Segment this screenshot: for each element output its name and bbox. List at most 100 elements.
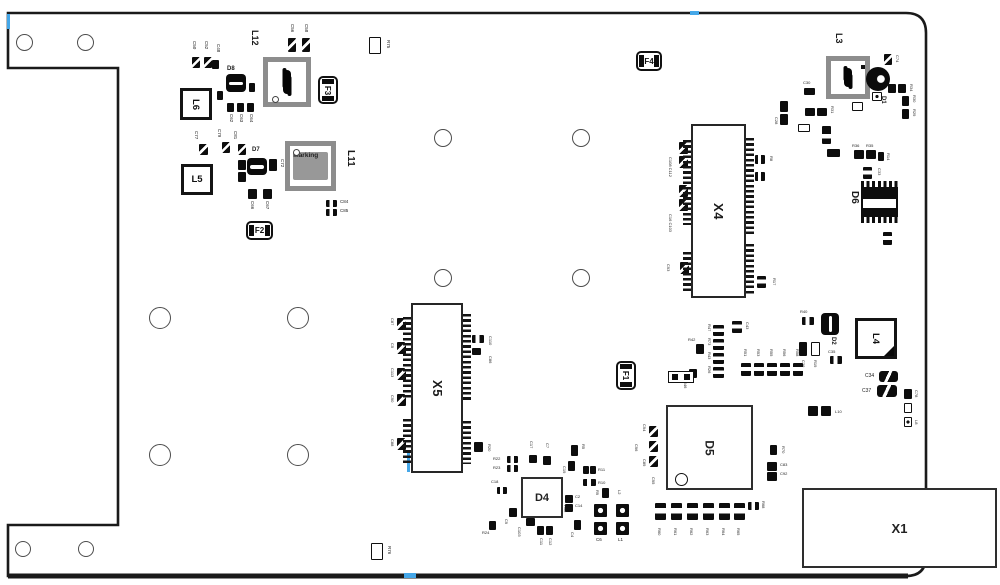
pin-row bbox=[745, 244, 754, 294]
ref-label-c85: C85 bbox=[340, 208, 349, 213]
connector-X4: X4 bbox=[691, 124, 746, 298]
smd-chip bbox=[821, 406, 831, 416]
smd-chip bbox=[497, 487, 507, 494]
smd-chip bbox=[655, 503, 666, 520]
fuse-endcap bbox=[322, 79, 334, 84]
ref-label-d6: D6 bbox=[849, 191, 860, 204]
smd-chip bbox=[583, 466, 589, 474]
ref-label-x4: X4 bbox=[711, 202, 726, 220]
ref-label-r64: R64 bbox=[721, 528, 726, 536]
mounting-hole bbox=[572, 129, 590, 147]
smd-chip bbox=[397, 318, 406, 330]
smd-chip bbox=[204, 57, 212, 68]
ref-label-r10: R10 bbox=[598, 480, 606, 485]
inductor-marking bbox=[283, 70, 291, 94]
ref-label-r14: R14 bbox=[886, 153, 891, 161]
smd-chip bbox=[649, 456, 658, 467]
smd-chip bbox=[509, 508, 517, 517]
ref-label-c7: C7 bbox=[545, 443, 550, 449]
smd-chip bbox=[397, 438, 406, 450]
diode-D2 bbox=[821, 313, 839, 335]
mounting-hole bbox=[287, 307, 309, 329]
diode-D3 bbox=[668, 371, 694, 383]
resistor-R75 bbox=[369, 37, 381, 54]
smd-chip bbox=[780, 363, 790, 376]
smd-chip bbox=[902, 96, 909, 106]
ref-label-r34: R34 bbox=[909, 84, 914, 92]
smd-chip bbox=[602, 488, 609, 498]
smd-chip bbox=[866, 150, 876, 159]
ref-label-r35: R35 bbox=[866, 143, 874, 148]
ref-label-c34: C34 bbox=[865, 373, 875, 379]
ic-D5: D5 bbox=[666, 405, 753, 490]
smd-chip bbox=[798, 124, 810, 132]
smd-chip bbox=[904, 417, 912, 427]
inductor-L12 bbox=[263, 57, 311, 107]
smd-chip bbox=[780, 114, 788, 125]
mounting-hole bbox=[149, 444, 171, 466]
diode-D1 bbox=[866, 67, 890, 91]
mounting-hole bbox=[572, 269, 590, 287]
smd-chip bbox=[805, 108, 815, 116]
ref-label-f3: F3 bbox=[323, 85, 333, 95]
ref-label-r30: R30 bbox=[912, 95, 917, 103]
ref-label-r51: R51 bbox=[743, 349, 748, 357]
ref-label-l6: L6 bbox=[190, 98, 202, 110]
smd-chip bbox=[326, 200, 337, 207]
ref-label-c66: C66 bbox=[250, 201, 255, 210]
inductor-L3 bbox=[826, 56, 870, 99]
ref-label-c93: C93 bbox=[666, 264, 671, 272]
ref-label-r75: R75 bbox=[386, 40, 391, 49]
smd-chip bbox=[872, 92, 882, 101]
smd-chip bbox=[799, 342, 807, 356]
ref-label-c17: C17 bbox=[529, 441, 534, 449]
ref-label-c56: C56 bbox=[290, 24, 295, 33]
smd-chip bbox=[326, 209, 337, 216]
smd-chip bbox=[199, 144, 208, 155]
ref-label-l11: L11 bbox=[345, 150, 356, 167]
ref-label-c84: C84 bbox=[340, 199, 349, 204]
pin-row bbox=[683, 140, 692, 225]
ref-label-r68: R68 bbox=[761, 501, 766, 509]
ref-label-c28: C28 bbox=[774, 117, 779, 125]
pin-row bbox=[403, 317, 412, 400]
ref-label-c96: C96 bbox=[634, 444, 639, 452]
ref-label-r20: R20 bbox=[487, 444, 492, 452]
ref-label-c79: C79 bbox=[217, 129, 222, 138]
smd-chip bbox=[238, 160, 246, 170]
ref-label-c52: C52 bbox=[204, 41, 209, 50]
ref-label-d7: D7 bbox=[252, 147, 260, 153]
ref-label-c11: C11 bbox=[539, 538, 544, 546]
ref-label-r43: R43 bbox=[707, 352, 712, 360]
smd-chip bbox=[238, 172, 246, 182]
ref-label-c86: C86 bbox=[488, 356, 493, 364]
smd-chip bbox=[594, 504, 607, 517]
pin-teeth-top bbox=[861, 181, 898, 188]
ref-label-c62: C62 bbox=[229, 114, 234, 123]
smd-chip bbox=[616, 522, 629, 535]
smd-chip bbox=[793, 363, 803, 376]
ic-marking-stripe bbox=[863, 199, 896, 209]
pad-dot bbox=[672, 374, 678, 380]
smd-chip bbox=[780, 101, 788, 112]
ref-label-c6: C6 bbox=[596, 537, 602, 542]
fuse-F4: F4 bbox=[636, 51, 662, 71]
fuse-F2: F2 bbox=[246, 221, 273, 240]
ref-label-c64: C64 bbox=[249, 114, 254, 123]
fuse-endcap bbox=[322, 96, 334, 101]
smd-chip bbox=[755, 155, 765, 164]
ref-label-c94: C94 bbox=[642, 424, 647, 432]
package-slot bbox=[250, 165, 264, 169]
ref-label-c18: C18 bbox=[491, 479, 499, 484]
ref-label-r70: R70 bbox=[781, 446, 786, 454]
ref-label-c83: C83 bbox=[780, 462, 788, 467]
ref-label-c35: C35 bbox=[828, 349, 836, 354]
smd-chip bbox=[854, 150, 864, 159]
ic-D6 bbox=[861, 181, 898, 223]
pin1-circle bbox=[675, 473, 688, 486]
smd-chip bbox=[227, 103, 234, 112]
smd-chip bbox=[770, 445, 777, 455]
ref-label-c113: C113 bbox=[390, 368, 395, 378]
smd-chip bbox=[888, 84, 896, 93]
smd-chip bbox=[571, 445, 578, 456]
